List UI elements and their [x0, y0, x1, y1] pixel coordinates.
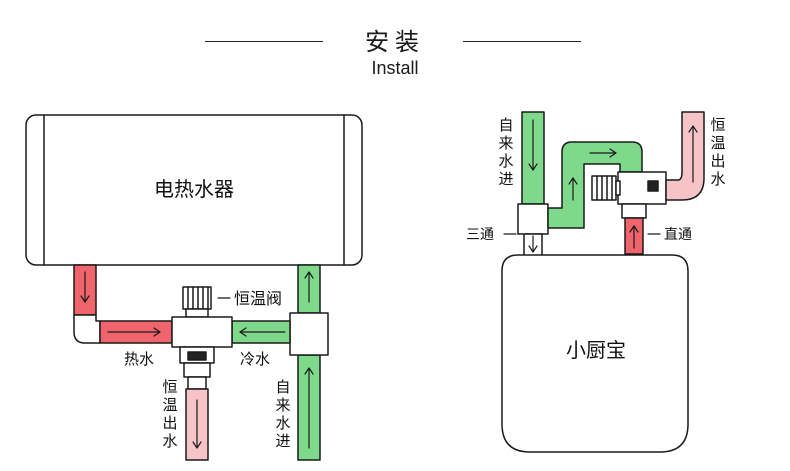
right-outlet-pipe — [665, 111, 705, 201]
right-outlet-char: 恒 — [710, 116, 725, 134]
left-outlet-char: 温 — [162, 396, 177, 414]
right-hot-pipe — [624, 217, 644, 255]
left-outlet-label: 恒 温 出 水 — [162, 378, 177, 450]
right-outlet-char: 水 — [710, 170, 725, 188]
title-rule-left — [205, 41, 323, 42]
right-inlet-char: 来 — [498, 134, 513, 152]
straight-label: 直通 — [664, 226, 692, 243]
water-heater — [25, 114, 363, 266]
outlet-pipe — [185, 388, 209, 461]
right-inlet-char: 水 — [498, 152, 513, 170]
hot-water-pipe — [73, 264, 173, 344]
hot-water-label: 热水 — [124, 350, 154, 368]
left-outlet-char: 出 — [162, 414, 177, 432]
right-inlet-pipe — [521, 111, 545, 205]
thermostatic-valve — [171, 286, 233, 390]
tee-fitting — [517, 203, 549, 259]
right-inlet-char: 自 — [498, 116, 513, 134]
left-inlet-char: 来 — [275, 396, 290, 414]
left-inlet-char: 进 — [275, 432, 290, 450]
kitchen-water-heater — [501, 254, 689, 453]
tee-label: 三通 — [466, 227, 494, 243]
right-thermostatic-valve — [591, 171, 667, 219]
cold-water-label: 冷水 — [240, 350, 270, 368]
right-outlet-label: 恒 温 出 水 — [710, 116, 725, 188]
heater-label: 电热水器 — [154, 177, 234, 201]
page-title: 安装 — [365, 28, 425, 56]
kitchen-heater-label: 小厨宝 — [566, 338, 626, 362]
page-subtitle: Install — [371, 58, 419, 78]
left-inlet-char: 水 — [275, 414, 290, 432]
left-inlet-label: 自 来 水 进 — [275, 378, 290, 450]
right-inlet-label: 自 来 水 进 — [498, 116, 513, 188]
title-rule-right — [463, 41, 581, 42]
valve-label: 恒温阀 — [234, 289, 282, 308]
left-outlet-char: 水 — [162, 432, 177, 450]
left-outlet-char: 恒 — [162, 378, 177, 396]
right-outlet-char: 温 — [710, 134, 725, 152]
left-inlet-char: 自 — [275, 378, 290, 396]
right-inlet-char: 进 — [498, 170, 513, 188]
right-outlet-char: 出 — [710, 152, 725, 170]
